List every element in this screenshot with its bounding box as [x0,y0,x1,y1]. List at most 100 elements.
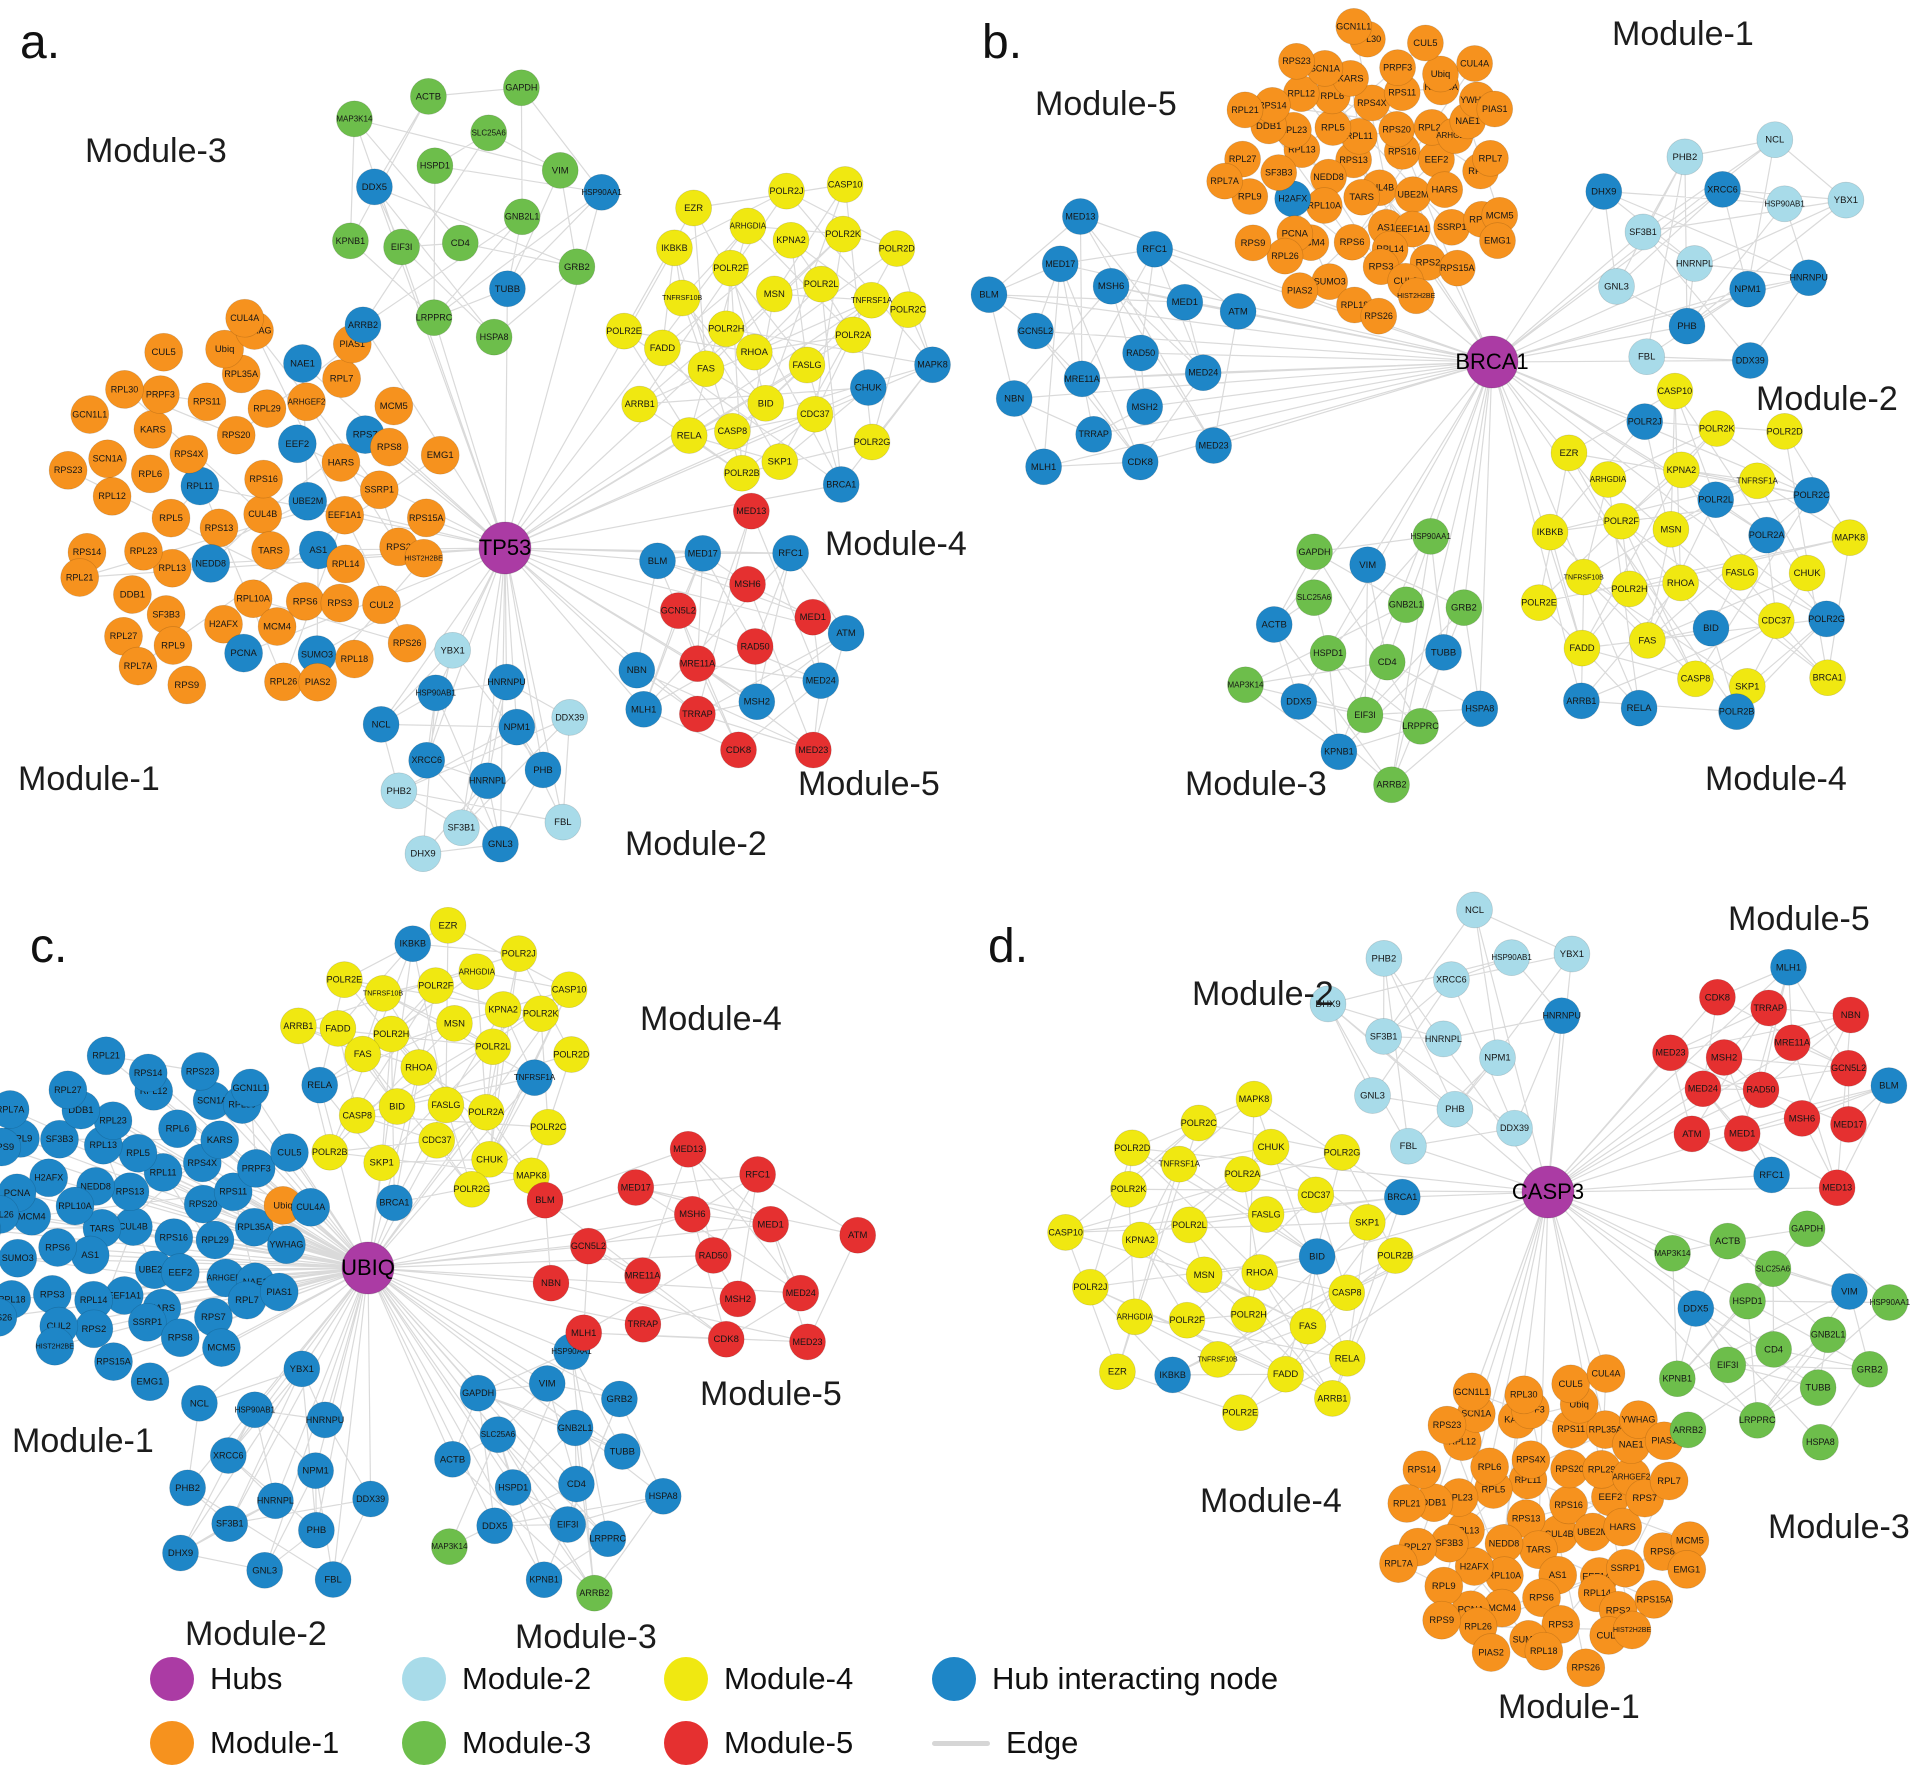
node-BID [1692,609,1730,647]
node-label: GAPDH [1298,547,1330,557]
node-MAP3K14 [1654,1234,1691,1272]
node-POLR2C [1180,1104,1218,1142]
node-H2AFX [1454,1547,1494,1586]
node-label: FADD [650,343,675,354]
node-label: MSH2 [1711,1053,1737,1064]
node-RELA [670,417,708,454]
node-TNFRSF10B [364,975,402,1012]
node-EEF2 [277,424,317,464]
node-RPL10A [233,579,273,619]
legend-item-module4: Module-4 [664,1655,932,1703]
node-Ubiq [205,329,244,369]
node-RPL7A [118,646,158,686]
node-label: TNFRSF1A [1159,1160,1201,1169]
node-label: PCNA [230,648,257,659]
node-MRE11A [1063,360,1101,398]
node-MSH2 [1705,1039,1743,1076]
module-label: Module-1 [1498,1688,1640,1726]
node-label: SUMO3 [301,649,333,659]
node-label: NCL [1465,905,1484,916]
node-label: EMG1 [137,1377,164,1388]
node-MLH1 [625,690,663,728]
node-label: SLC25A6 [1756,1264,1791,1273]
node-label: VIM [552,165,569,176]
node-MSH6 [1092,267,1130,305]
node-label: PHB2 [1672,152,1697,163]
node-FAS [687,350,725,388]
node-RELA [301,1066,339,1104]
legend-item-edge: Edge [932,1719,1352,1767]
node-label: RPS13 [1339,155,1368,165]
node-MED13 [1062,198,1099,235]
node-label: POLR2C [530,1122,567,1132]
node-label: SF3B1 [1629,227,1657,237]
node-ARHGDIA [458,953,496,991]
node-HNRNPL [469,762,506,800]
node-POLR2K [1698,410,1736,447]
node-label: YBX1 [1834,195,1858,206]
node-label: CDC37 [1301,1190,1331,1200]
node-CUL5 [1407,24,1444,62]
node-label: BLM [979,290,999,301]
node-label: RPL10A [58,1201,92,1211]
node-CD4 [1755,1331,1792,1368]
node-NPM1 [1479,1039,1516,1077]
node-label: SCN1A [93,454,123,464]
node-KPNB1 [1320,733,1358,771]
node-label: POLR2A [1749,530,1785,540]
node-label: EZR [1560,448,1579,459]
node-label: PIAS1 [340,339,366,349]
node-label: SSRP1 [133,1317,163,1327]
node-label: IKBKB [661,243,688,253]
node-label: CDC37 [1762,615,1792,625]
node-label: FAS [1299,1321,1317,1332]
node-label: TUBB [495,284,520,295]
node-label: RAD50 [741,641,770,651]
node-EMG1 [1479,222,1516,259]
node-label: ARRB2 [348,320,378,330]
node-BLM [526,1181,564,1219]
node-GCN5L2 [570,1227,607,1265]
node-DDB1 [113,575,152,614]
node-RHOA [735,333,773,371]
node-label: MED24 [786,1288,816,1298]
node-PHB2 [1365,940,1403,977]
node-CUL4A [225,298,265,338]
node-label: CUL5 [277,1148,301,1159]
node-CDC37 [418,1121,456,1159]
node-EIF3I [1346,696,1384,734]
node-label: ARHGEF2 [1436,131,1474,140]
node-RPS15A [1438,249,1476,287]
node-TRRAP [1075,415,1113,453]
node-MED1 [1723,1115,1761,1152]
node-GNL3 [1598,268,1635,305]
node-label: TUBB [610,1447,635,1458]
node-CASP8 [338,1097,376,1134]
node-label: KARS [140,424,166,435]
node-label: POLR2H [1231,1309,1267,1319]
node-label: MSH2 [1131,402,1157,413]
node-RPS6 [1522,1578,1561,1618]
node-RPL13 [152,548,192,588]
node-label: CASP8 [1681,674,1711,684]
node-HSPD1 [1729,1282,1766,1320]
node-NAE1 [283,344,322,383]
node-label: RPS3 [1548,1619,1573,1630]
node-label: MSH2 [725,1294,751,1305]
node-TNFRSF10B [1565,558,1603,596]
node-label: FADD [325,1023,350,1034]
module-label: Module-1 [12,1422,154,1460]
node-SF3B1 [443,809,480,847]
node-ARRB2 [1669,1411,1707,1449]
node-FAS [1629,622,1666,659]
node-label: RPL13 [1452,1525,1480,1535]
node-label: RPL21 [66,572,94,582]
node-CASP8 [1677,660,1714,698]
node-label: MCM4 [1488,1603,1516,1614]
node-label: MED17 [621,1182,651,1192]
node-PHB [524,751,562,789]
node-label: MCM4 [263,622,291,633]
node-CUL2 [362,585,401,625]
node-HNRNPL [1676,245,1713,282]
node-label: HSPA8 [1806,1437,1835,1447]
